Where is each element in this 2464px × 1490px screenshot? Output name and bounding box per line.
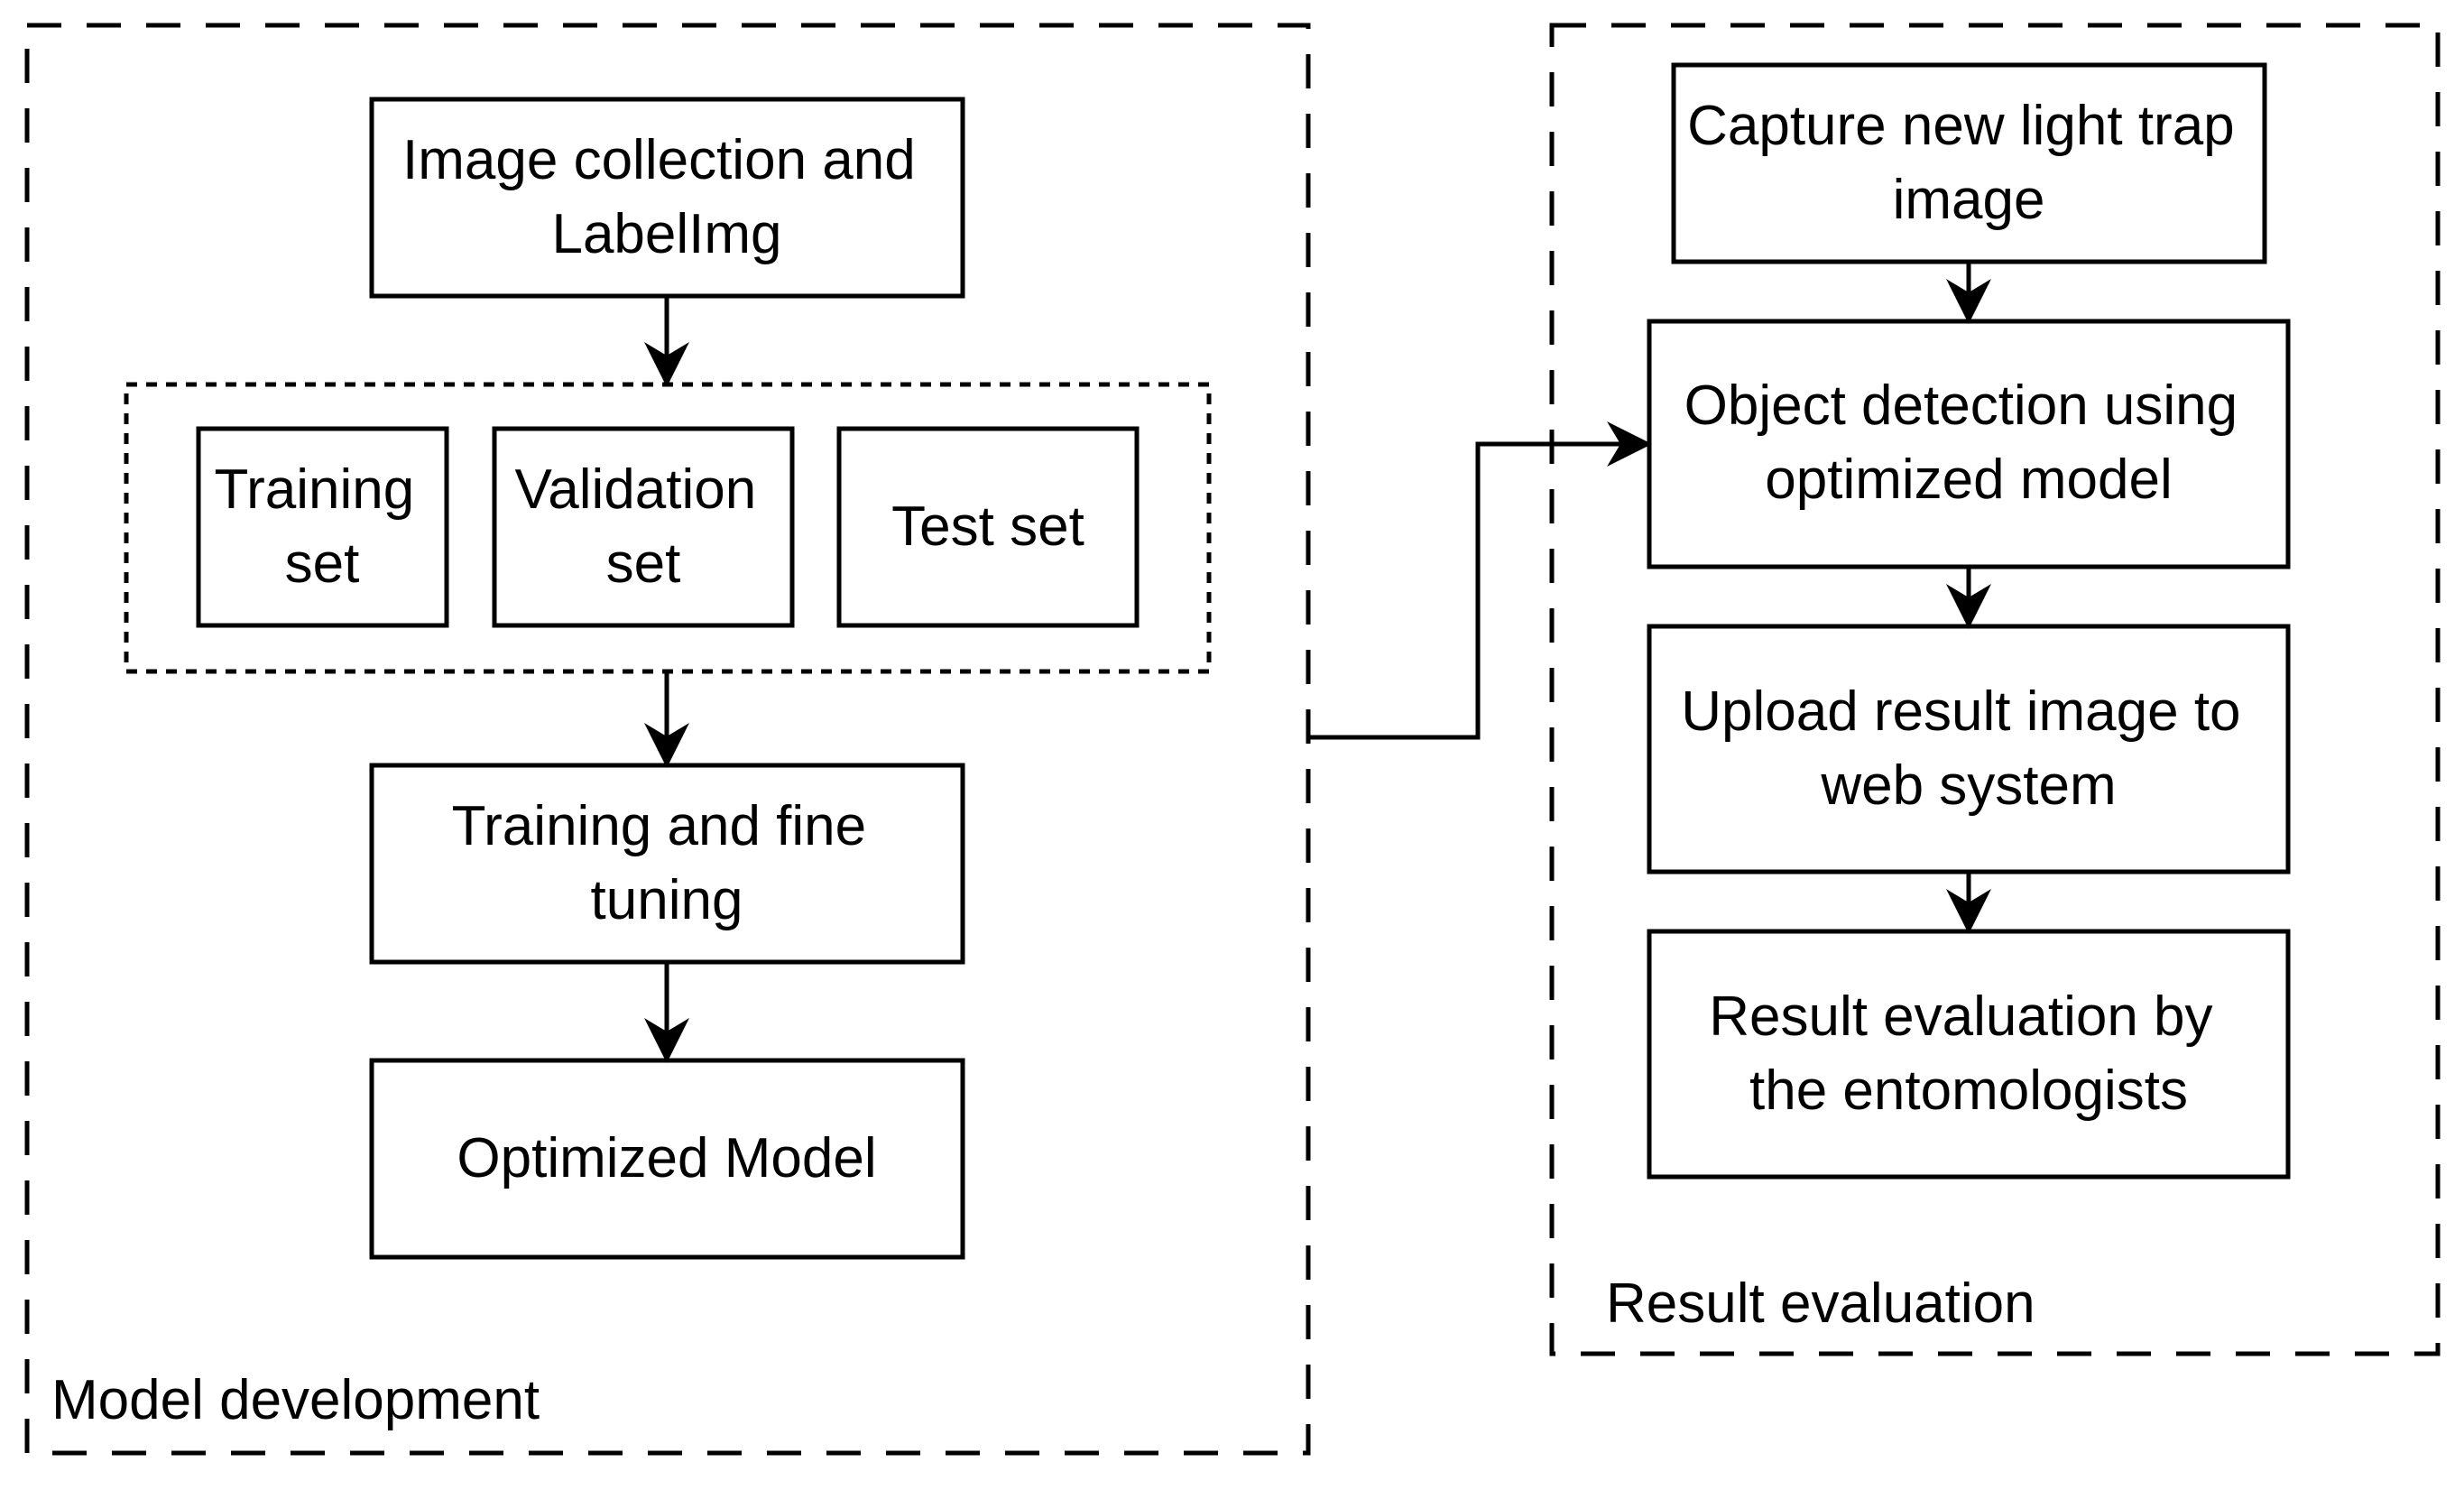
image-collection-node: Image collection and LabelImg xyxy=(369,97,965,299)
training-set-node: Training set xyxy=(196,426,449,628)
result-evaluation-group xyxy=(1549,23,2441,1356)
model-development-label: Model development xyxy=(51,1369,540,1431)
arrow-model-development-to-detection xyxy=(1308,421,1652,740)
upload-result-label: Upload result image to web system xyxy=(1681,680,2256,817)
capture-image-label: Capture new light trap image xyxy=(1687,95,2250,231)
optimized-model-label: Optimized Model xyxy=(457,1127,876,1189)
upload-result-node: Upload result image to web system xyxy=(1647,624,2291,875)
result-evaluation-entomologists-node: Result evaluation by the entomologists xyxy=(1647,929,2291,1180)
training-fine-tuning-label: Training and fine tuning xyxy=(452,795,882,931)
training-set-label: Training set xyxy=(215,458,430,595)
validation-set-node: Validation set xyxy=(492,426,795,628)
training-fine-tuning-node: Training and fine tuning xyxy=(369,763,965,965)
result-evaluation-label: Result evaluation xyxy=(1606,1273,2035,1335)
result-evaluation-entomologists-label: Result evaluation by the entomologists xyxy=(1709,986,2229,1122)
test-set-label: Test set xyxy=(891,495,1084,558)
optimized-model-node: Optimized Model xyxy=(369,1058,965,1260)
object-detection-node: Object detection using optimized model xyxy=(1647,319,2291,569)
image-collection-label: Image collection and LabelImg xyxy=(402,129,931,265)
test-set-node: Test set xyxy=(836,426,1140,628)
validation-set-label: Validation set xyxy=(515,458,772,595)
capture-image-node: Capture new light trap image xyxy=(1671,62,2267,264)
object-detection-label: Object detection using optimized model xyxy=(1684,375,2254,511)
